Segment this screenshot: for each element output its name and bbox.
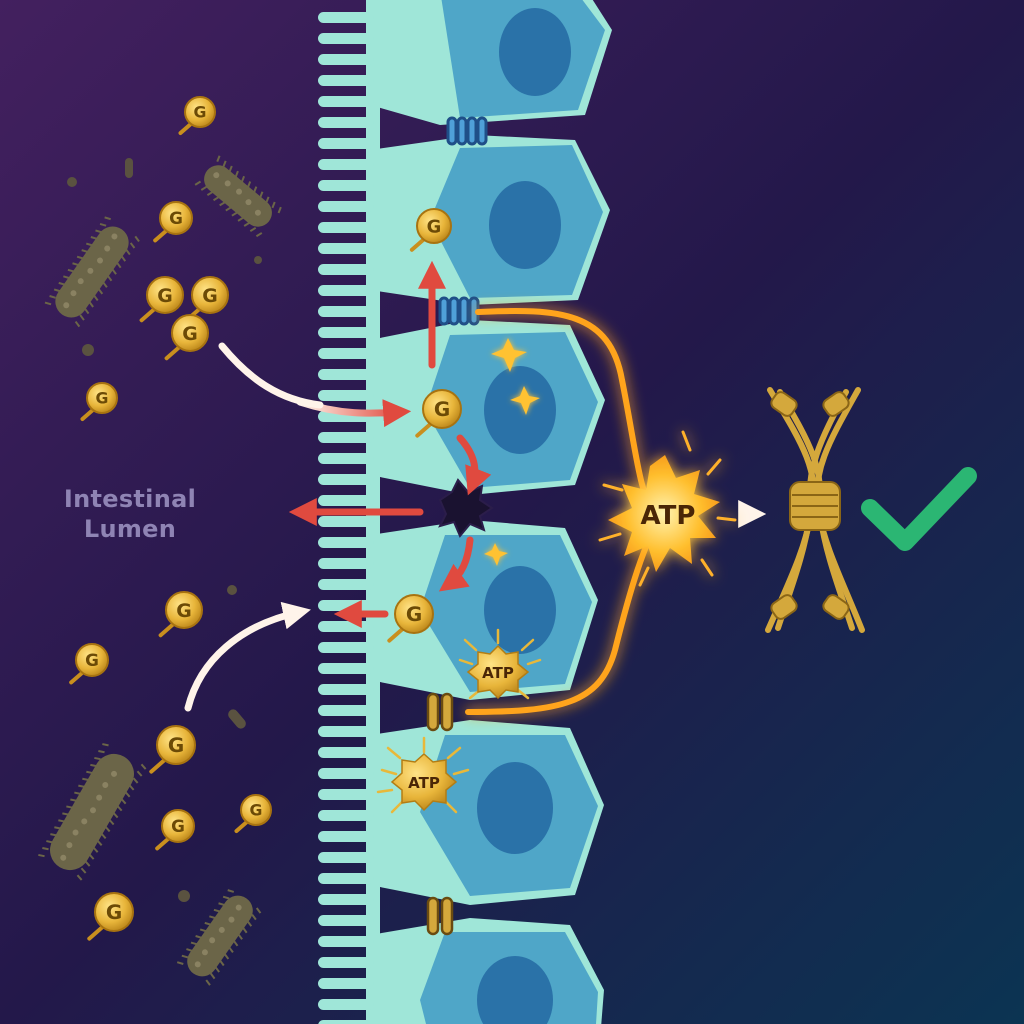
microvilli [318, 12, 374, 1024]
glucose-letter: G [182, 323, 198, 345]
glucose-icon: G [387, 594, 434, 643]
bacterium-icon [44, 216, 140, 328]
receptor-icon [765, 387, 865, 633]
glucose-icon: G [139, 276, 184, 323]
glucose-letter: G [202, 285, 218, 307]
glucose-icon: G [87, 892, 134, 941]
arrow-down-glucose [438, 536, 474, 592]
glucose-icon: G [69, 643, 109, 685]
bacterium-icon [38, 743, 147, 881]
sparkle-icon [484, 338, 540, 566]
red-arrows [288, 260, 492, 628]
glucose-letter: G [106, 900, 122, 924]
epithelial-cell-5 [370, 720, 604, 905]
glucose-letter: G [427, 216, 442, 237]
glucose-icon: G [415, 389, 462, 438]
atp-burst-icon [598, 430, 737, 587]
atp-small-label-2: ATP [408, 774, 440, 792]
glucose-letter: G [168, 733, 184, 757]
arrow-glucose-uptake [218, 342, 324, 409]
glucose-icon: G [184, 276, 229, 323]
atp-small-label-1: ATP [482, 664, 514, 682]
glucose-letter: G [157, 285, 173, 307]
glucose-icon: G [149, 725, 196, 774]
epithelial-cell-2 [370, 135, 610, 305]
glucose-letter: G [96, 389, 109, 408]
bacterium-icon [194, 155, 282, 238]
bacteria-group [38, 155, 282, 986]
glucose-letter: G [434, 397, 450, 421]
epithelial-cell-3 [370, 320, 605, 495]
glucose-icon: G [178, 96, 216, 135]
glucose-icon: G [155, 809, 195, 851]
glucose-letter: G [406, 602, 422, 626]
glucose-icon: G [153, 201, 193, 243]
glucose-letter: G [194, 103, 207, 122]
epithelial-cell-6 [370, 918, 604, 1024]
atp-main-label: ATP [641, 501, 696, 531]
atp-burst-icon [458, 628, 542, 700]
glucose-letter: G [85, 650, 99, 670]
tight-junction-icon [438, 116, 488, 326]
glucose-letter: G [176, 600, 192, 622]
atp-signal-path [465, 307, 663, 715]
glucose-letter: G [250, 801, 263, 820]
glucose-icon: G [409, 208, 452, 252]
glucose-letter: G [171, 816, 185, 836]
intestinal-lumen-label: Intestinal Lumen [40, 484, 220, 544]
arrow-glucose-return [184, 601, 311, 712]
atp-burst-icon [376, 736, 470, 814]
glucose-letter: G [169, 208, 183, 228]
debris-particles [67, 158, 262, 902]
epithelial-cell-1 [370, 0, 612, 125]
lumen-label-line2: Lumen [83, 515, 177, 543]
glucose-icon: G [234, 794, 272, 833]
bacterium-icon [176, 889, 262, 986]
check-icon [861, 467, 977, 551]
lumen-label-line1: Intestinal [63, 485, 197, 513]
gold-junction-icon [426, 692, 454, 936]
glucose-icon: G [164, 314, 209, 361]
glucose-icon: G [158, 591, 203, 638]
arrow-to-damage [456, 434, 492, 496]
glucose-icon: G [80, 382, 118, 421]
